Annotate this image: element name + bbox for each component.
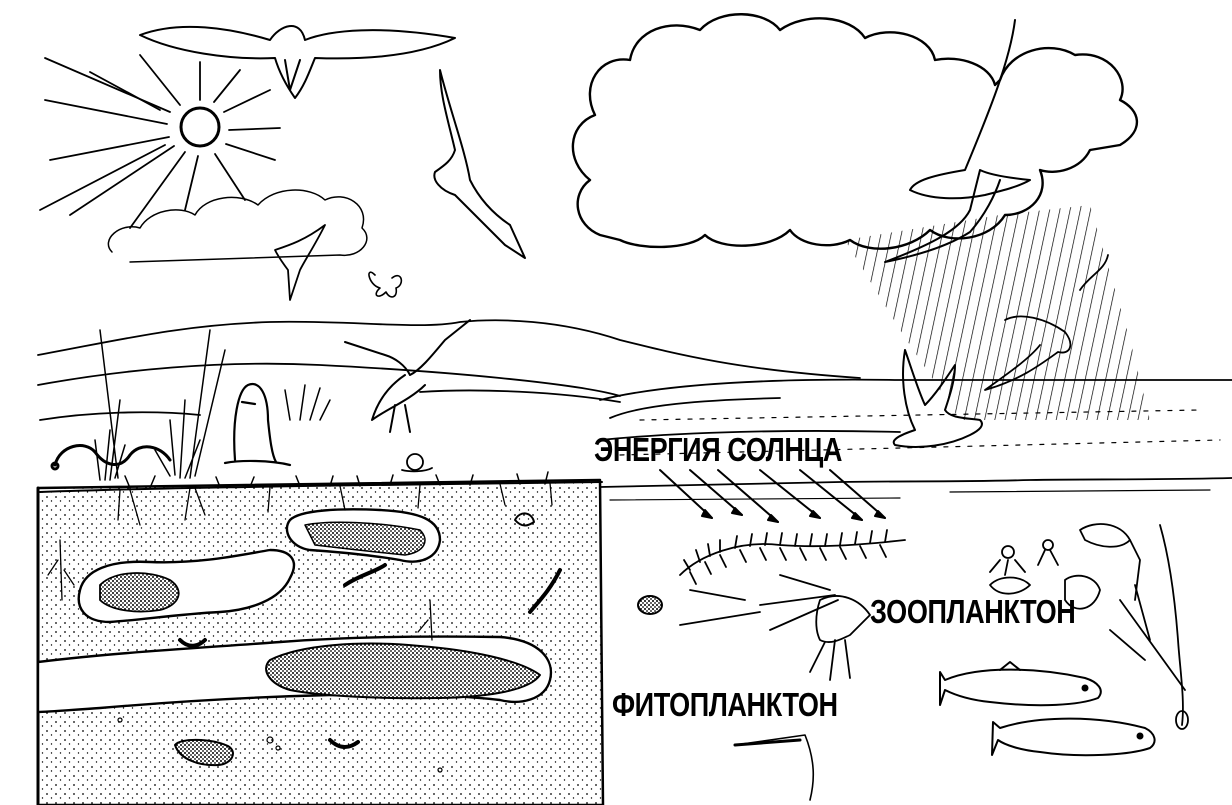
larva-icon — [174, 512, 535, 767]
rain-icon — [845, 205, 1150, 420]
sun-icon — [39, 54, 281, 229]
earthworm-icon — [178, 563, 562, 749]
snake-icon — [50, 444, 172, 471]
hawk-icon — [433, 69, 526, 259]
seaweed-icon — [1109, 524, 1189, 730]
eagle-icon — [139, 25, 456, 99]
seagull-icon — [984, 254, 1109, 391]
crustacean-icon — [679, 574, 871, 681]
mole-upper-icon — [99, 521, 426, 613]
sea-surface — [599, 477, 1232, 501]
label-zooplankton: ЗООПЛАНКТОН — [870, 593, 1076, 630]
mole-icon — [265, 642, 541, 700]
zooplankton-cluster — [989, 523, 1141, 610]
roots — [47, 482, 553, 641]
grass — [94, 329, 549, 489]
snail-icon — [401, 453, 433, 473]
albatross-icon — [884, 19, 1031, 263]
label-phytoplankton: ФИТОПЛАНКТОН — [612, 686, 838, 723]
heron-icon — [344, 319, 471, 433]
fish-icon-2 — [991, 717, 1156, 757]
copepod-icon — [679, 529, 906, 585]
swallow-icon — [274, 224, 326, 301]
fish-icon — [939, 661, 1102, 707]
hills — [37, 319, 1232, 441]
butterfly-icon — [368, 271, 403, 298]
gopher-icon — [223, 382, 292, 467]
small-cloud-icon — [107, 189, 368, 263]
gull-shore-icon — [892, 349, 983, 448]
diatom-icon — [637, 595, 815, 801]
label-sun-energy: ЭНЕРГИЯ СОЛНЦА — [594, 431, 842, 468]
sunbeam-arrows — [659, 469, 886, 523]
